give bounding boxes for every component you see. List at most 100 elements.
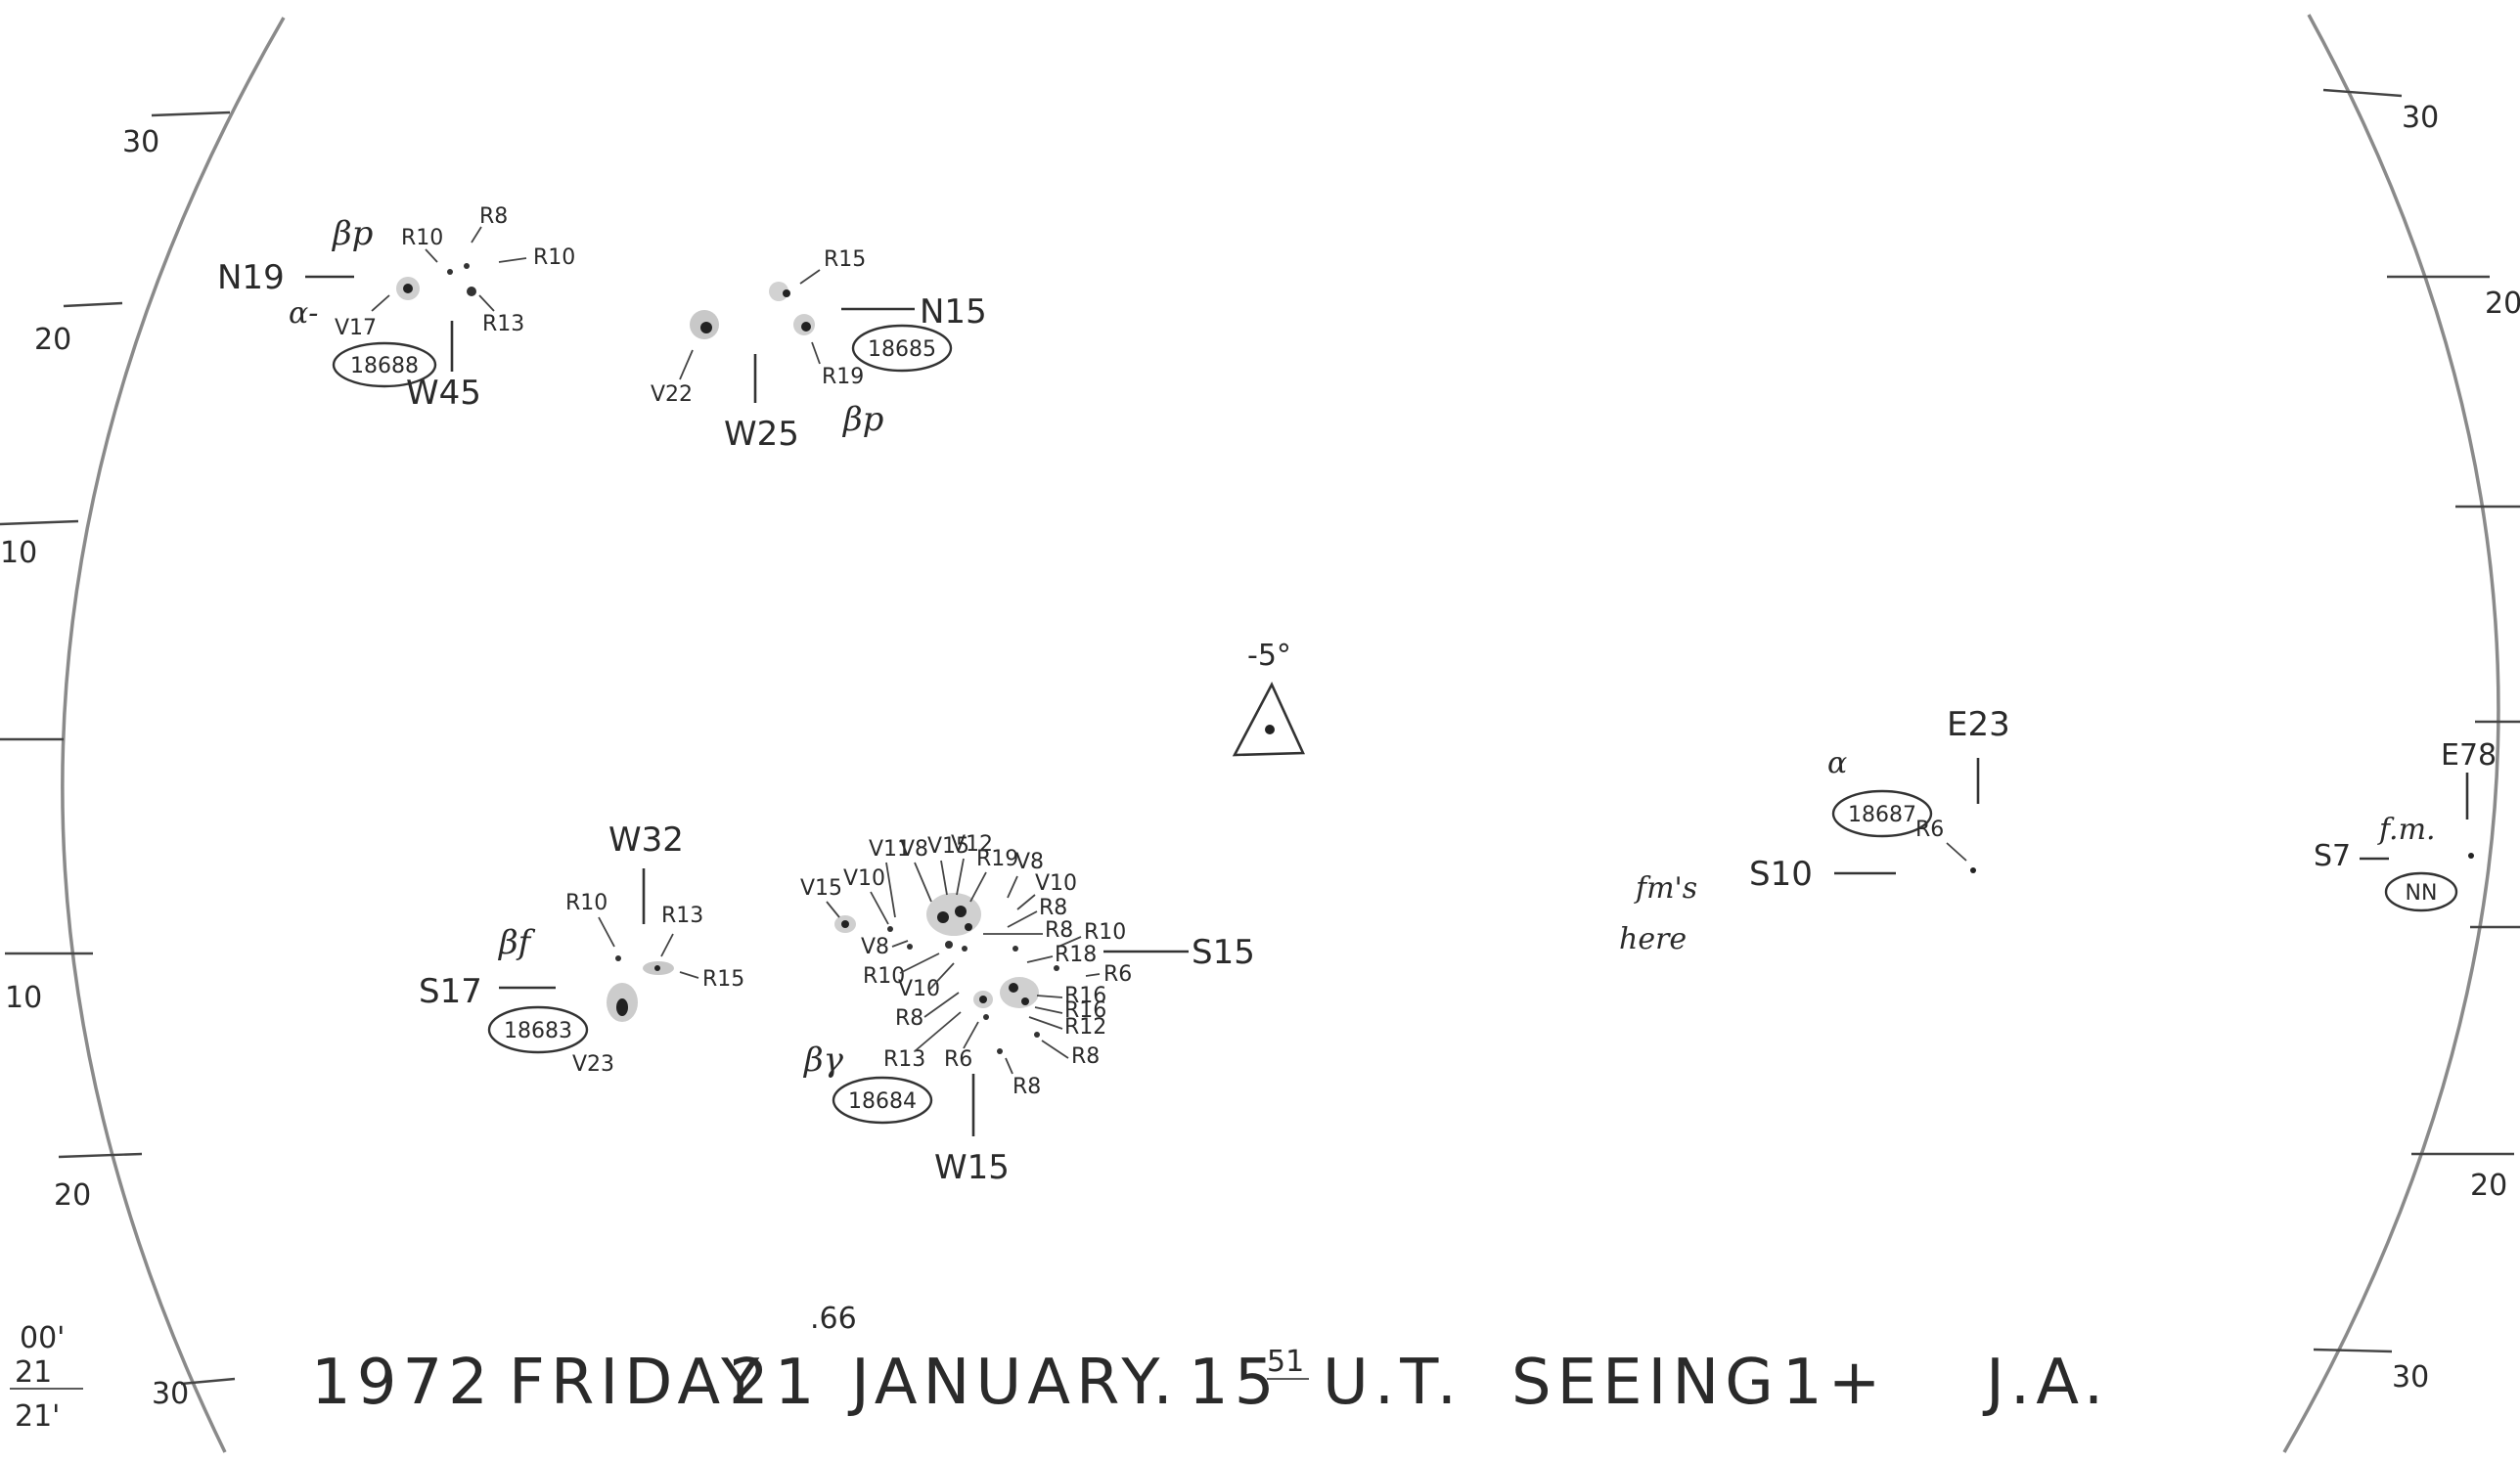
group-18685-offset-label: N15 <box>920 292 987 332</box>
left-scale-label-20-bottom: 20 <box>54 1178 91 1213</box>
group-18683-spot-main-core <box>616 998 628 1016</box>
group-18683-star-label-3: R15 <box>702 967 744 992</box>
group-18684-leader-22 <box>914 1011 962 1052</box>
group-18685-spot-2 <box>769 282 788 301</box>
group-nn-class-label: f.m. <box>2377 813 2436 847</box>
group-18684-spot-f <box>1054 965 1059 971</box>
group-18684-spot-a <box>887 926 893 932</box>
group-18687-star-label-1: R6 <box>1915 818 1944 842</box>
group-18684-umbra-4 <box>1009 983 1018 993</box>
group-18684-star-label-12: R10 <box>1084 920 1126 945</box>
center-marker-label: -5° <box>1247 639 1291 673</box>
footer-month: JANUARY. <box>847 1347 1179 1419</box>
left-scale-label-10-top: 10 <box>0 536 37 570</box>
left-tick-10-top <box>0 519 79 526</box>
corner-note-1: 00' <box>20 1321 65 1355</box>
group-18685-leader-2 <box>811 341 821 365</box>
group-18688-star-label-1: R10 <box>401 226 443 250</box>
right-scale-label-30-bottom: 30 <box>2392 1360 2429 1395</box>
group-18684-umbra-2 <box>955 906 967 917</box>
observation-footer: 1972 FRIDAY 21 .66 JANUARY. 15 51 U.T. S… <box>311 1302 2109 1419</box>
fms-note: fm's here <box>1619 871 1697 956</box>
group-18684-spot-h <box>997 1048 1003 1054</box>
footer-day-fraction: .66 <box>810 1302 857 1336</box>
group-18684-leader-21 <box>1028 1016 1063 1030</box>
group-18684-leader-19 <box>1034 1006 1063 1014</box>
group-18683: S17 βf 18683 R10 R13 R15 V23 W32 <box>419 820 744 1077</box>
group-18684-leader-7 <box>969 871 987 903</box>
group-18688-spot-core <box>403 284 413 293</box>
group-18684-star-label-7: R19 <box>976 847 1018 871</box>
group-nn: E78 f.m. S7 NN <box>2314 738 2497 912</box>
group-18684-star-label-11: R8 <box>1045 918 1073 943</box>
group-18688-number-oval <box>332 341 437 388</box>
group-18683-number-oval <box>487 1005 589 1054</box>
group-18687-position-label: E23 <box>1947 705 2010 744</box>
group-18685-number-oval <box>851 324 953 373</box>
group-18685-spot-2-core <box>783 289 790 297</box>
group-18688-leader-3 <box>498 257 527 263</box>
group-18684-star-label-3: V11 <box>869 837 911 862</box>
group-nn-offset-label: S7 <box>2314 839 2351 873</box>
left-scale-label-30-top: 30 <box>122 125 159 159</box>
group-18688-leader-2 <box>471 226 482 244</box>
group-18685-position-label: W25 <box>724 415 799 454</box>
group-18684-penumbra-2 <box>1000 977 1039 1008</box>
fms-note-line-1: fm's <box>1634 871 1697 906</box>
group-18688-leader-1 <box>425 248 438 263</box>
group-18685-spot-3-core <box>801 322 811 332</box>
group-18683-star-label-2: R13 <box>661 904 703 928</box>
group-18684-umbra-3 <box>965 923 972 931</box>
group-18684-leader-9 <box>1016 894 1036 910</box>
group-18688-leader-5 <box>478 294 495 312</box>
group-18683-class-label: βf <box>497 923 536 962</box>
group-18688-position-label: W45 <box>406 374 481 413</box>
footer-weekday: FRIDAY <box>509 1347 765 1419</box>
group-18684-leader-12 <box>1058 936 1082 948</box>
group-18687-leader-1 <box>1946 842 1967 862</box>
group-18684-leader-15 <box>1085 973 1101 977</box>
right-tick-30-bottom <box>2313 1348 2393 1353</box>
group-18688-spot-4 <box>467 287 476 296</box>
group-18684-leader-23 <box>963 1021 979 1049</box>
group-18684-number-oval <box>832 1076 933 1125</box>
group-18684-star-label-16: R10 <box>863 964 905 989</box>
group-18684-leader-2 <box>870 891 889 925</box>
footer-hour: 15 <box>1189 1347 1280 1419</box>
group-18684-star-label-5: V15 <box>927 834 969 859</box>
group-18684-star-label-22: R13 <box>883 1047 925 1072</box>
group-18684: V15 V10 V11 V8 V15 V12 R19 V8 V10 R8 R8 … <box>800 832 1255 1187</box>
group-nn-spot <box>2468 853 2474 859</box>
solar-limb-right <box>2282 14 2500 1453</box>
group-nn-position-label: E78 <box>2441 738 2497 773</box>
left-tick-20-bottom <box>58 1152 143 1159</box>
center-dot <box>1265 725 1275 734</box>
group-18685-class-label: βp <box>841 400 883 439</box>
group-18685-star-label-2: R19 <box>822 365 864 389</box>
group-18683-star-label-4: V23 <box>572 1052 614 1077</box>
group-18684-star-label-15: R6 <box>1103 962 1132 987</box>
group-18684-penumbra-1 <box>926 893 981 936</box>
footer-observer: J.A. <box>1982 1347 2109 1419</box>
group-18684-leader-25 <box>1041 1040 1069 1059</box>
group-18684-star-label-2: V10 <box>843 866 885 891</box>
footer-seeing-value: 1+ <box>1782 1347 1886 1419</box>
group-18684-star-label-8: V8 <box>1015 850 1044 874</box>
group-18684-star-label-4: V8 <box>900 837 928 862</box>
group-18684-leader-24 <box>1005 1057 1013 1075</box>
group-18684-leader-20 <box>923 992 960 1018</box>
footer-day: 21 <box>729 1347 820 1419</box>
group-18685-spot-1-core <box>700 322 712 333</box>
group-18684-star-label-18: R16 <box>1064 984 1106 1008</box>
group-18687-number: 18687 <box>1848 803 1916 827</box>
footer-minute: 51 <box>1267 1345 1304 1379</box>
group-18684-leader-6 <box>956 858 965 896</box>
group-18688-star-label-2: R8 <box>479 204 508 229</box>
group-18688-star-label-4: V17 <box>335 316 377 340</box>
group-18684-spot-d <box>962 946 968 952</box>
group-18684-leader-4 <box>914 862 932 903</box>
left-scale-label-30-bottom: 30 <box>152 1377 189 1411</box>
group-18688-spot-2 <box>447 269 453 275</box>
